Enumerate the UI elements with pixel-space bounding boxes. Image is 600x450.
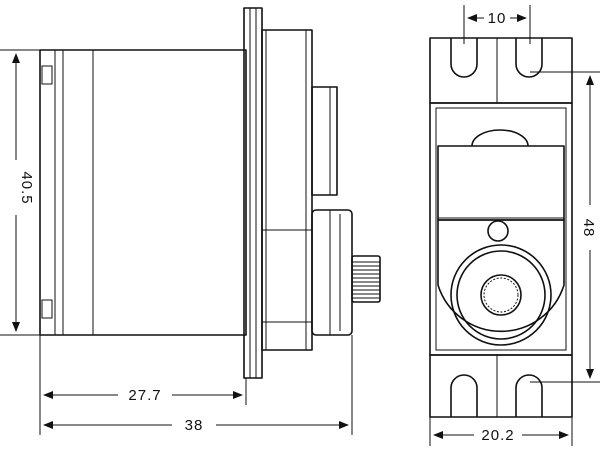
mount-slot-bottom-left — [450, 374, 478, 417]
top-view — [429, 37, 573, 418]
shaft-splines — [352, 261, 380, 299]
gear-cover-bump — [471, 129, 529, 147]
case-top-inner — [435, 107, 567, 351]
output-boss — [311, 209, 353, 336]
gear-cap — [311, 86, 338, 196]
output-spline-teeth — [483, 277, 519, 313]
top-dimensions: 10 48 20.2 — [429, 5, 600, 446]
case-top — [429, 102, 573, 356]
body-tab-top — [41, 65, 53, 85]
servo-body — [39, 49, 247, 336]
width-dim-label: 20.2 — [481, 427, 514, 444]
body-length-dim-label: 27.7 — [128, 387, 161, 404]
output-ring-outer — [450, 244, 552, 346]
mount-slot-top-left — [450, 38, 478, 78]
output-ring-inner — [456, 250, 546, 340]
side-dimensions: 40.5 27.7 38 — [0, 49, 353, 435]
output-shaft — [351, 255, 381, 303]
body-tab-bottom — [41, 299, 53, 319]
mount-span-dim-label: 48 — [580, 219, 597, 238]
idler-gear-post — [487, 220, 509, 242]
side-view — [39, 7, 381, 379]
hole-spacing-dim-label: 10 — [488, 10, 507, 27]
height-dim-label: 40.5 — [18, 171, 35, 204]
overall-length-dim-label: 38 — [185, 417, 204, 434]
output-spline-hub — [480, 274, 522, 316]
mount-slot-top-right — [515, 38, 543, 78]
upper-case — [261, 29, 313, 351]
gear-cover — [437, 145, 565, 221]
mount-slot-bottom-right — [515, 374, 543, 417]
output-housing — [437, 219, 565, 333]
